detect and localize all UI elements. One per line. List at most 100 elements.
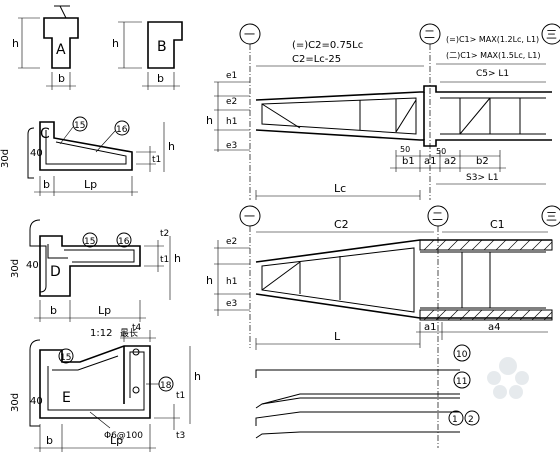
section-c-40: 40 <box>30 148 43 159</box>
hatch-band-bottom <box>419 309 553 321</box>
section-d-bar15: 15 <box>84 237 95 247</box>
section-e: E 40 30d 1:12 最长 15 18 t4 t3 h t1 Φ6@100… <box>10 323 201 452</box>
axis-label-top-3: 三 <box>546 28 557 41</box>
section-e-h: h <box>194 370 201 383</box>
section-e-t1: t1 <box>176 391 185 401</box>
section-d-b: b <box>50 304 57 317</box>
label-c5: C5> L1 <box>476 69 509 79</box>
section-d-40: 40 <box>26 260 39 271</box>
section-b-label: B <box>157 39 167 55</box>
section-c-bar16-callout <box>114 120 130 136</box>
rebar-schedule: 10 11 1 2 <box>255 344 480 439</box>
axis-label-bottom-2: 二 <box>432 210 443 223</box>
label-50a: 50 <box>400 145 410 154</box>
section-b: B h b <box>112 21 183 90</box>
section-e-t4: t4 <box>132 323 142 333</box>
section-d-label: D <box>50 264 61 280</box>
label-b1: b1 <box>402 156 415 167</box>
axis-bubble-bottom-3 <box>541 205 560 227</box>
label-s3: S3> L1 <box>466 173 499 183</box>
label-bottom-e3: e3 <box>226 299 237 309</box>
label-bottom-a4: a4 <box>488 322 501 333</box>
section-a-label: A <box>56 42 66 58</box>
rebar-11-callout <box>453 371 471 389</box>
label-bottom-h: h <box>206 274 213 287</box>
section-c-t1: t1 <box>152 155 161 165</box>
formula-c2-b: C2=Lc-25 <box>292 54 341 65</box>
rebar-10-callout <box>453 344 471 362</box>
section-e-bar15-callout <box>58 348 74 364</box>
rebar-2-label: 2 <box>468 415 474 425</box>
section-c-bar16: 16 <box>116 125 128 135</box>
label-bottom-l: L <box>334 330 341 343</box>
section-d-bar15-callout <box>82 232 98 248</box>
section-e-bar18: 18 <box>160 381 172 391</box>
section-a-h: h <box>12 37 19 50</box>
axis-label-top-1: 一 <box>244 28 255 41</box>
rebar-10-shape <box>255 369 460 378</box>
section-a: A h b <box>12 5 79 90</box>
section-c-label: C <box>40 126 50 142</box>
section-d-30d: 30d <box>10 259 21 278</box>
section-e-30d: 30d <box>10 393 21 412</box>
label-lc: Lc <box>334 182 346 195</box>
label-e3: e3 <box>226 141 237 151</box>
section-d-t1: t1 <box>160 255 169 265</box>
label-b2: b2 <box>476 156 489 167</box>
beam-elevation-top: 一 二 三 (=)C2=0.75Lc C2=Lc-25 (=)C1> MAX(1… <box>206 23 560 200</box>
rebar-12-shape <box>255 411 460 426</box>
rebar-1-label: 1 <box>452 415 458 425</box>
section-d: D 40 30d 15 16 t2 t1 h b Lp <box>10 219 181 322</box>
section-d-h: h <box>174 252 181 265</box>
section-b-h: h <box>112 37 119 50</box>
label-e1: e1 <box>226 71 237 81</box>
label-bottom-a1: a1 <box>424 322 437 333</box>
section-e-stirrup: Φ6@100 <box>104 431 143 441</box>
hatch-band-top <box>419 239 553 251</box>
section-c-bar15-callout <box>72 116 88 132</box>
rebar-2-callout <box>464 410 480 426</box>
section-d-t2: t2 <box>160 229 169 239</box>
label-h: h <box>206 114 213 127</box>
formula-c2-a: (=)C2=0.75Lc <box>292 40 363 51</box>
section-e-t3: t3 <box>176 431 185 441</box>
watermark-logo <box>487 357 529 399</box>
label-a1: a1 <box>424 156 437 167</box>
label-bottom-h1: h1 <box>226 277 237 287</box>
axis-label-top-2: 二 <box>424 28 435 41</box>
section-a-b: b <box>58 72 65 85</box>
section-b-b: b <box>157 72 164 85</box>
rebar-10-label: 10 <box>456 350 468 360</box>
label-c2: C2 <box>334 218 349 231</box>
section-d-lp: Lp <box>98 304 111 317</box>
section-c-lp: Lp <box>84 178 97 191</box>
rebar-11-label: 11 <box>456 377 467 387</box>
label-a2: a2 <box>444 156 457 167</box>
rebar-11-shape <box>255 397 460 409</box>
section-c-30d: 30d <box>0 149 11 168</box>
label-50b: 50 <box>436 147 446 156</box>
section-c-h: h <box>168 140 175 153</box>
section-e-bar15: 15 <box>60 353 71 363</box>
section-c-bar15: 15 <box>74 121 85 131</box>
section-e-slope: 1:12 <box>90 328 112 339</box>
section-d-bar16-callout <box>116 232 132 248</box>
axis-label-bottom-1: 一 <box>244 210 255 223</box>
axis-label-bottom-3: 三 <box>546 210 557 223</box>
label-c1: C1 <box>490 218 505 231</box>
label-bottom-e2: e2 <box>226 237 237 247</box>
section-e-max: 最长 <box>120 327 138 339</box>
formula-c1-a: (=)C1> MAX(1.2Lc, L1) <box>446 35 539 44</box>
axis-bubble-top-3 <box>541 23 560 45</box>
section-e-lp: Lp <box>110 434 123 447</box>
section-e-40: 40 <box>30 396 43 407</box>
label-h1: h1 <box>226 117 237 127</box>
section-d-bar16: 16 <box>118 237 130 247</box>
rebar-1-callout <box>448 410 464 426</box>
section-e-b: b <box>46 434 53 447</box>
section-c-b: b <box>43 178 50 191</box>
beam-elevation-bottom: 一 二 三 C2 C1 <box>206 205 560 448</box>
section-e-label: E <box>62 390 71 406</box>
section-c: C 40 30d 15 16 t1 h b Lp <box>0 116 175 196</box>
